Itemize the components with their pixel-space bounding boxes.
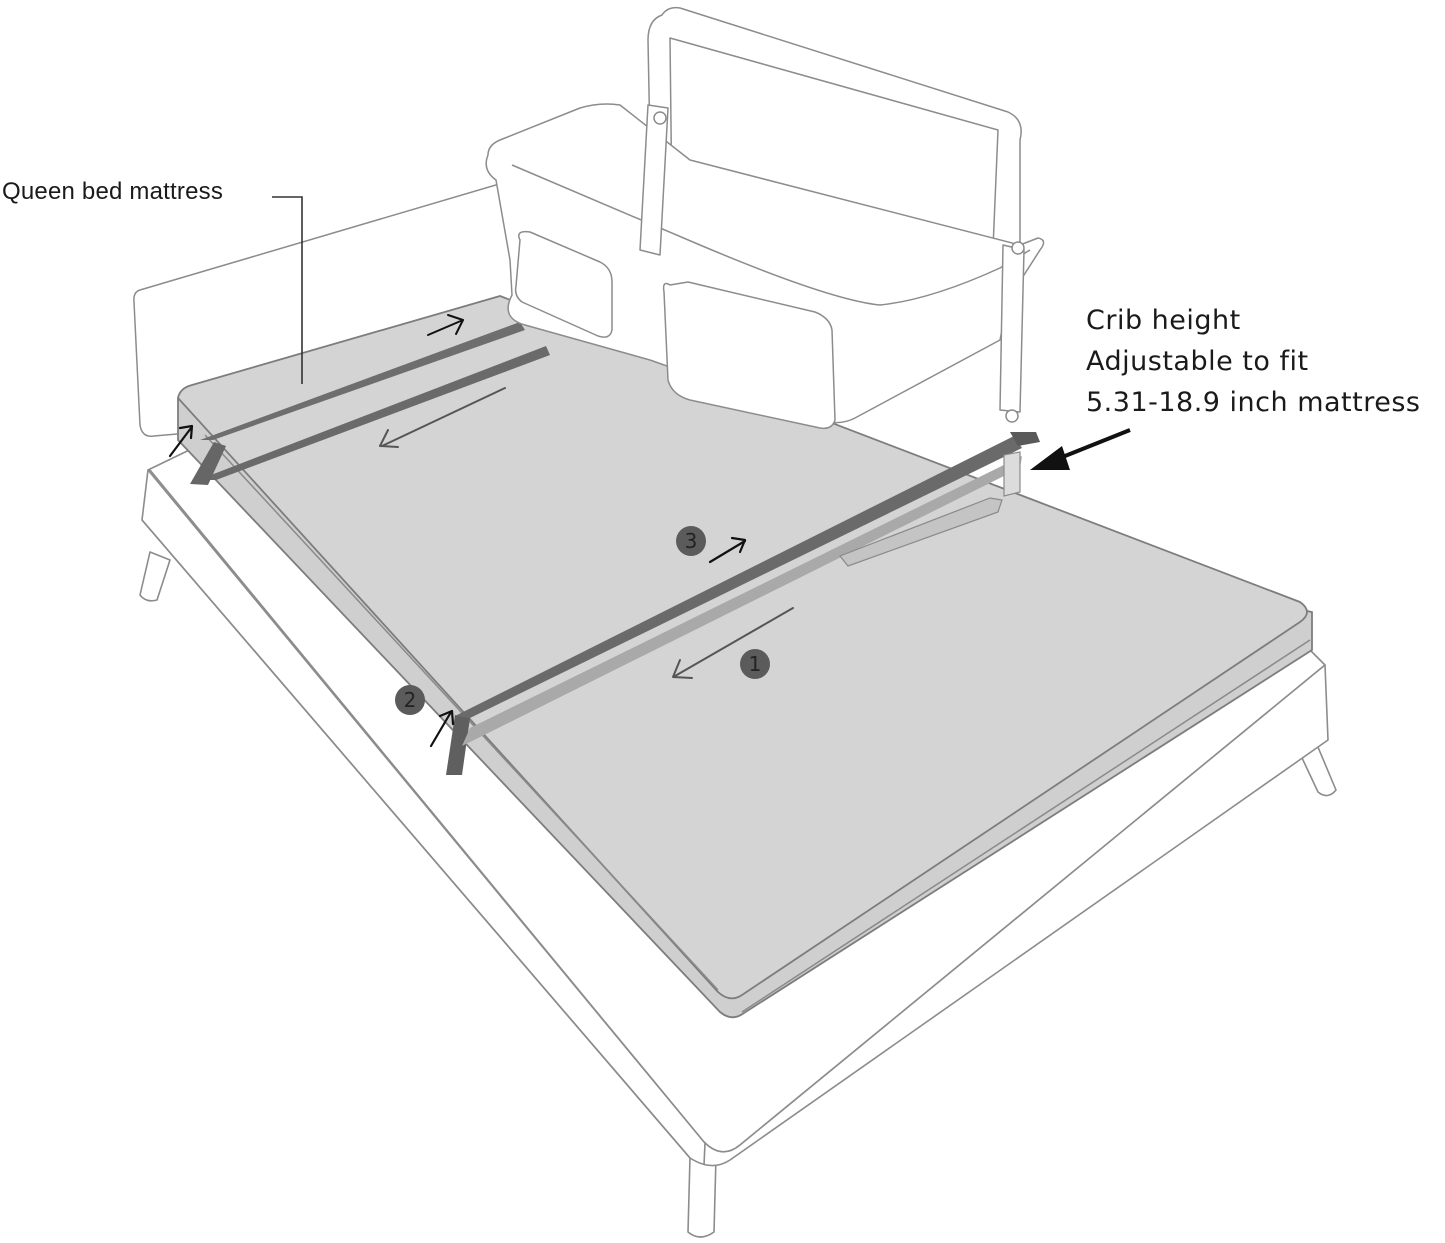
arrow-left-icon <box>1030 428 1131 470</box>
step-badge-2: 2 <box>395 685 425 715</box>
arrow-icon <box>379 387 506 448</box>
crib <box>485 6 1045 430</box>
queen-bed-mattress-label: Queen bed mattress <box>2 178 224 205</box>
straps <box>190 322 1040 775</box>
queen-label-leader <box>272 196 303 384</box>
queen-mattress <box>177 295 1313 1019</box>
arrow-icon <box>429 709 455 748</box>
direction-arrows <box>168 314 794 748</box>
arrow-icon <box>427 314 464 336</box>
arrow-icon <box>168 424 194 458</box>
arrow-icon <box>672 607 794 679</box>
step-badge-1: 1 <box>740 649 770 679</box>
step-badge-3: 3 <box>676 526 706 556</box>
crib-height-line-1: Crib height <box>1086 305 1241 336</box>
arrow-icon <box>708 536 747 564</box>
crib-height-line-2: Adjustable to fit <box>1086 346 1309 377</box>
crib-height-label: Crib height Adjustable to fit 5.31-18.9 … <box>1086 300 1421 423</box>
crib-height-line-3: 5.31-18.9 inch mattress <box>1086 387 1421 418</box>
